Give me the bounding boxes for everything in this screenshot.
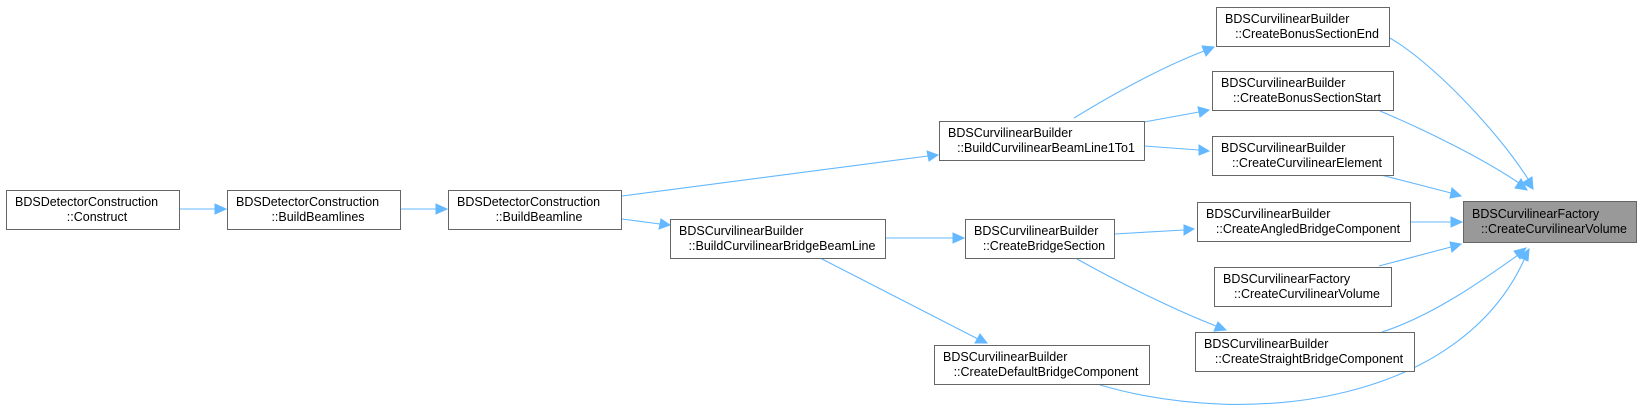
- node-build-beamline-line1: BDSDetectorConstruction: [457, 194, 601, 209]
- node-create-default-bridge-component-line2: ::CreateDefaultBridgeComponent: [953, 365, 1139, 379]
- edge-start-to-focus: [1379, 110, 1520, 184]
- node-build-curvilinear-beamline-1to1-line2: ::BuildCurvilinearBeamLine1To1: [957, 141, 1135, 155]
- node-create-curvilinear-element[interactable]: BDSCurvilinearBuilder ::CreateCurvilinea…: [1212, 136, 1394, 176]
- node-create-bridge-section-line2: ::CreateBridgeSection: [982, 239, 1106, 253]
- node-construct-line2: ::Construct: [66, 210, 128, 224]
- edge-default-to-focus-arrow: [1518, 247, 1530, 262]
- node-create-curvilinear-element-line1: BDSCurvilinearBuilder: [1221, 140, 1346, 155]
- edge-factory-to-focus-arrow: [1449, 241, 1463, 253]
- node-create-bridge-section[interactable]: BDSCurvilinearBuilder ::CreateBridgeSect…: [965, 219, 1115, 259]
- edge-1to1-to-end: [1073, 50, 1205, 119]
- node-build-beamlines[interactable]: BDSDetectorConstruction ::BuildBeamlines: [227, 190, 401, 230]
- node-create-angled-bridge-component-line1: BDSCurvilinearBuilder: [1206, 206, 1331, 221]
- node-build-curvilinear-beamline-1to1[interactable]: BDSCurvilinearBuilder ::BuildCurvilinear…: [939, 121, 1145, 161]
- node-create-angled-bridge-component[interactable]: BDSCurvilinearBuilder ::CreateAngledBrid…: [1197, 202, 1411, 242]
- node-build-curvilinear-beamline-1to1-line1: BDSCurvilinearBuilder: [948, 125, 1073, 140]
- node-create-bonus-section-end-line2: ::CreateBonusSectionEnd: [1235, 27, 1379, 41]
- node-create-bridge-section-line1: BDSCurvilinearBuilder: [974, 223, 1099, 238]
- node-create-straight-bridge-component-line1: BDSCurvilinearBuilder: [1204, 336, 1329, 351]
- node-focus-line1: BDSCurvilinearFactory: [1472, 206, 1600, 221]
- node-build-beamlines-line1: BDSDetectorConstruction: [236, 194, 380, 209]
- edge-factory-to-focus: [1378, 246, 1452, 267]
- node-create-angled-bridge-component-line2: ::CreateAngledBridgeComponent: [1215, 222, 1401, 236]
- edge-beamline-to-bridgebl: [621, 218, 661, 225]
- edge-bridgebl-to-default: [819, 257, 979, 340]
- edge-beamlines-to-beamline-arrow: [435, 203, 449, 215]
- edge-start-to-focus-arrow: [1514, 178, 1528, 191]
- edge-1to1-to-end-arrow: [1201, 45, 1216, 57]
- edge-default-to-focus: [1099, 259, 1525, 405]
- node-build-beamline-line2: ::BuildBeamline: [495, 210, 583, 224]
- node-create-straight-bridge-component-line2: ::CreateStraightBridgeComponent: [1214, 352, 1404, 366]
- edge-bridgesec-to-straight-arrow: [1213, 321, 1228, 332]
- node-build-curvilinear-bridge-beamline[interactable]: BDSCurvilinearBuilder ::BuildCurvilinear…: [670, 219, 886, 259]
- edge-end-to-focus: [1387, 36, 1529, 180]
- edge-construct-to-beamlines-arrow: [214, 203, 228, 215]
- node-build-curvilinear-bridge-beamline-line2: ::BuildCurvilinearBridgeBeamLine: [688, 239, 876, 253]
- edge-beamline-to-1to1-arrow: [926, 150, 940, 162]
- edge-end-to-focus-arrow: [1520, 176, 1534, 190]
- node-factory-create-curvilinear-volume-line2: ::CreateCurvilinearVolume: [1234, 287, 1380, 301]
- edge-1to1-to-start-arrow: [1197, 106, 1211, 118]
- edge-1to1-to-start: [1143, 111, 1200, 123]
- node-create-bonus-section-start-line1: BDSCurvilinearBuilder: [1221, 75, 1346, 90]
- edge-bridgebl-to-default-arrow: [974, 333, 989, 344]
- node-create-bonus-section-start-line2: ::CreateBonusSectionStart: [1233, 91, 1381, 105]
- edge-bridgesec-to-angled: [1113, 229, 1185, 235]
- edge-elem-to-focus-arrow: [1449, 187, 1463, 199]
- node-create-bonus-section-end[interactable]: BDSCurvilinearBuilder ::CreateBonusSecti…: [1216, 7, 1390, 47]
- node-construct-line1: BDSDetectorConstruction: [15, 194, 159, 209]
- node-factory-create-curvilinear-volume[interactable]: BDSCurvilinearFactory ::CreateCurvilinea…: [1214, 267, 1392, 307]
- node-create-straight-bridge-component[interactable]: BDSCurvilinearBuilder ::CreateStraightBr…: [1195, 332, 1415, 372]
- node-create-bonus-section-start[interactable]: BDSCurvilinearBuilder ::CreateBonusSecti…: [1212, 71, 1394, 111]
- node-build-curvilinear-bridge-beamline-line1: BDSCurvilinearBuilder: [679, 223, 804, 238]
- edge-bridgebl-to-bridgesec-arrow: [952, 232, 966, 244]
- node-build-beamline[interactable]: BDSDetectorConstruction ::BuildBeamline: [448, 190, 622, 230]
- edge-elem-to-focus: [1380, 174, 1452, 194]
- node-build-beamlines-line2: ::BuildBeamlines: [271, 210, 365, 224]
- edge-beamline-to-1to1: [621, 155, 929, 197]
- node-create-default-bridge-component[interactable]: BDSCurvilinearBuilder ::CreateDefaultBri…: [934, 345, 1150, 385]
- edge-bridgesec-to-straight: [1076, 258, 1217, 327]
- node-focus-line2: ::CreateCurvilinearVolume: [1481, 222, 1627, 236]
- edge-bridgesec-to-angled-arrow: [1183, 224, 1196, 236]
- edge-1to1-to-elem-arrow: [1198, 144, 1211, 156]
- edge-beamline-to-bridgebl-arrow: [658, 218, 672, 230]
- node-factory-create-curvilinear-volume-line1: BDSCurvilinearFactory: [1223, 271, 1351, 286]
- node-construct[interactable]: BDSDetectorConstruction ::Construct: [6, 190, 180, 230]
- edge-angled-to-focus-arrow: [1450, 216, 1464, 228]
- edge-straight-to-focus: [1381, 254, 1519, 333]
- node-create-curvilinear-element-line2: ::CreateCurvilinearElement: [1231, 156, 1383, 170]
- edge-1to1-to-elem: [1143, 145, 1200, 151]
- node-create-default-bridge-component-line1: BDSCurvilinearBuilder: [943, 349, 1068, 364]
- node-create-bonus-section-end-line1: BDSCurvilinearBuilder: [1225, 11, 1350, 26]
- node-focus-create-curvilinear-volume: BDSCurvilinearFactory ::CreateCurvilinea…: [1463, 201, 1637, 243]
